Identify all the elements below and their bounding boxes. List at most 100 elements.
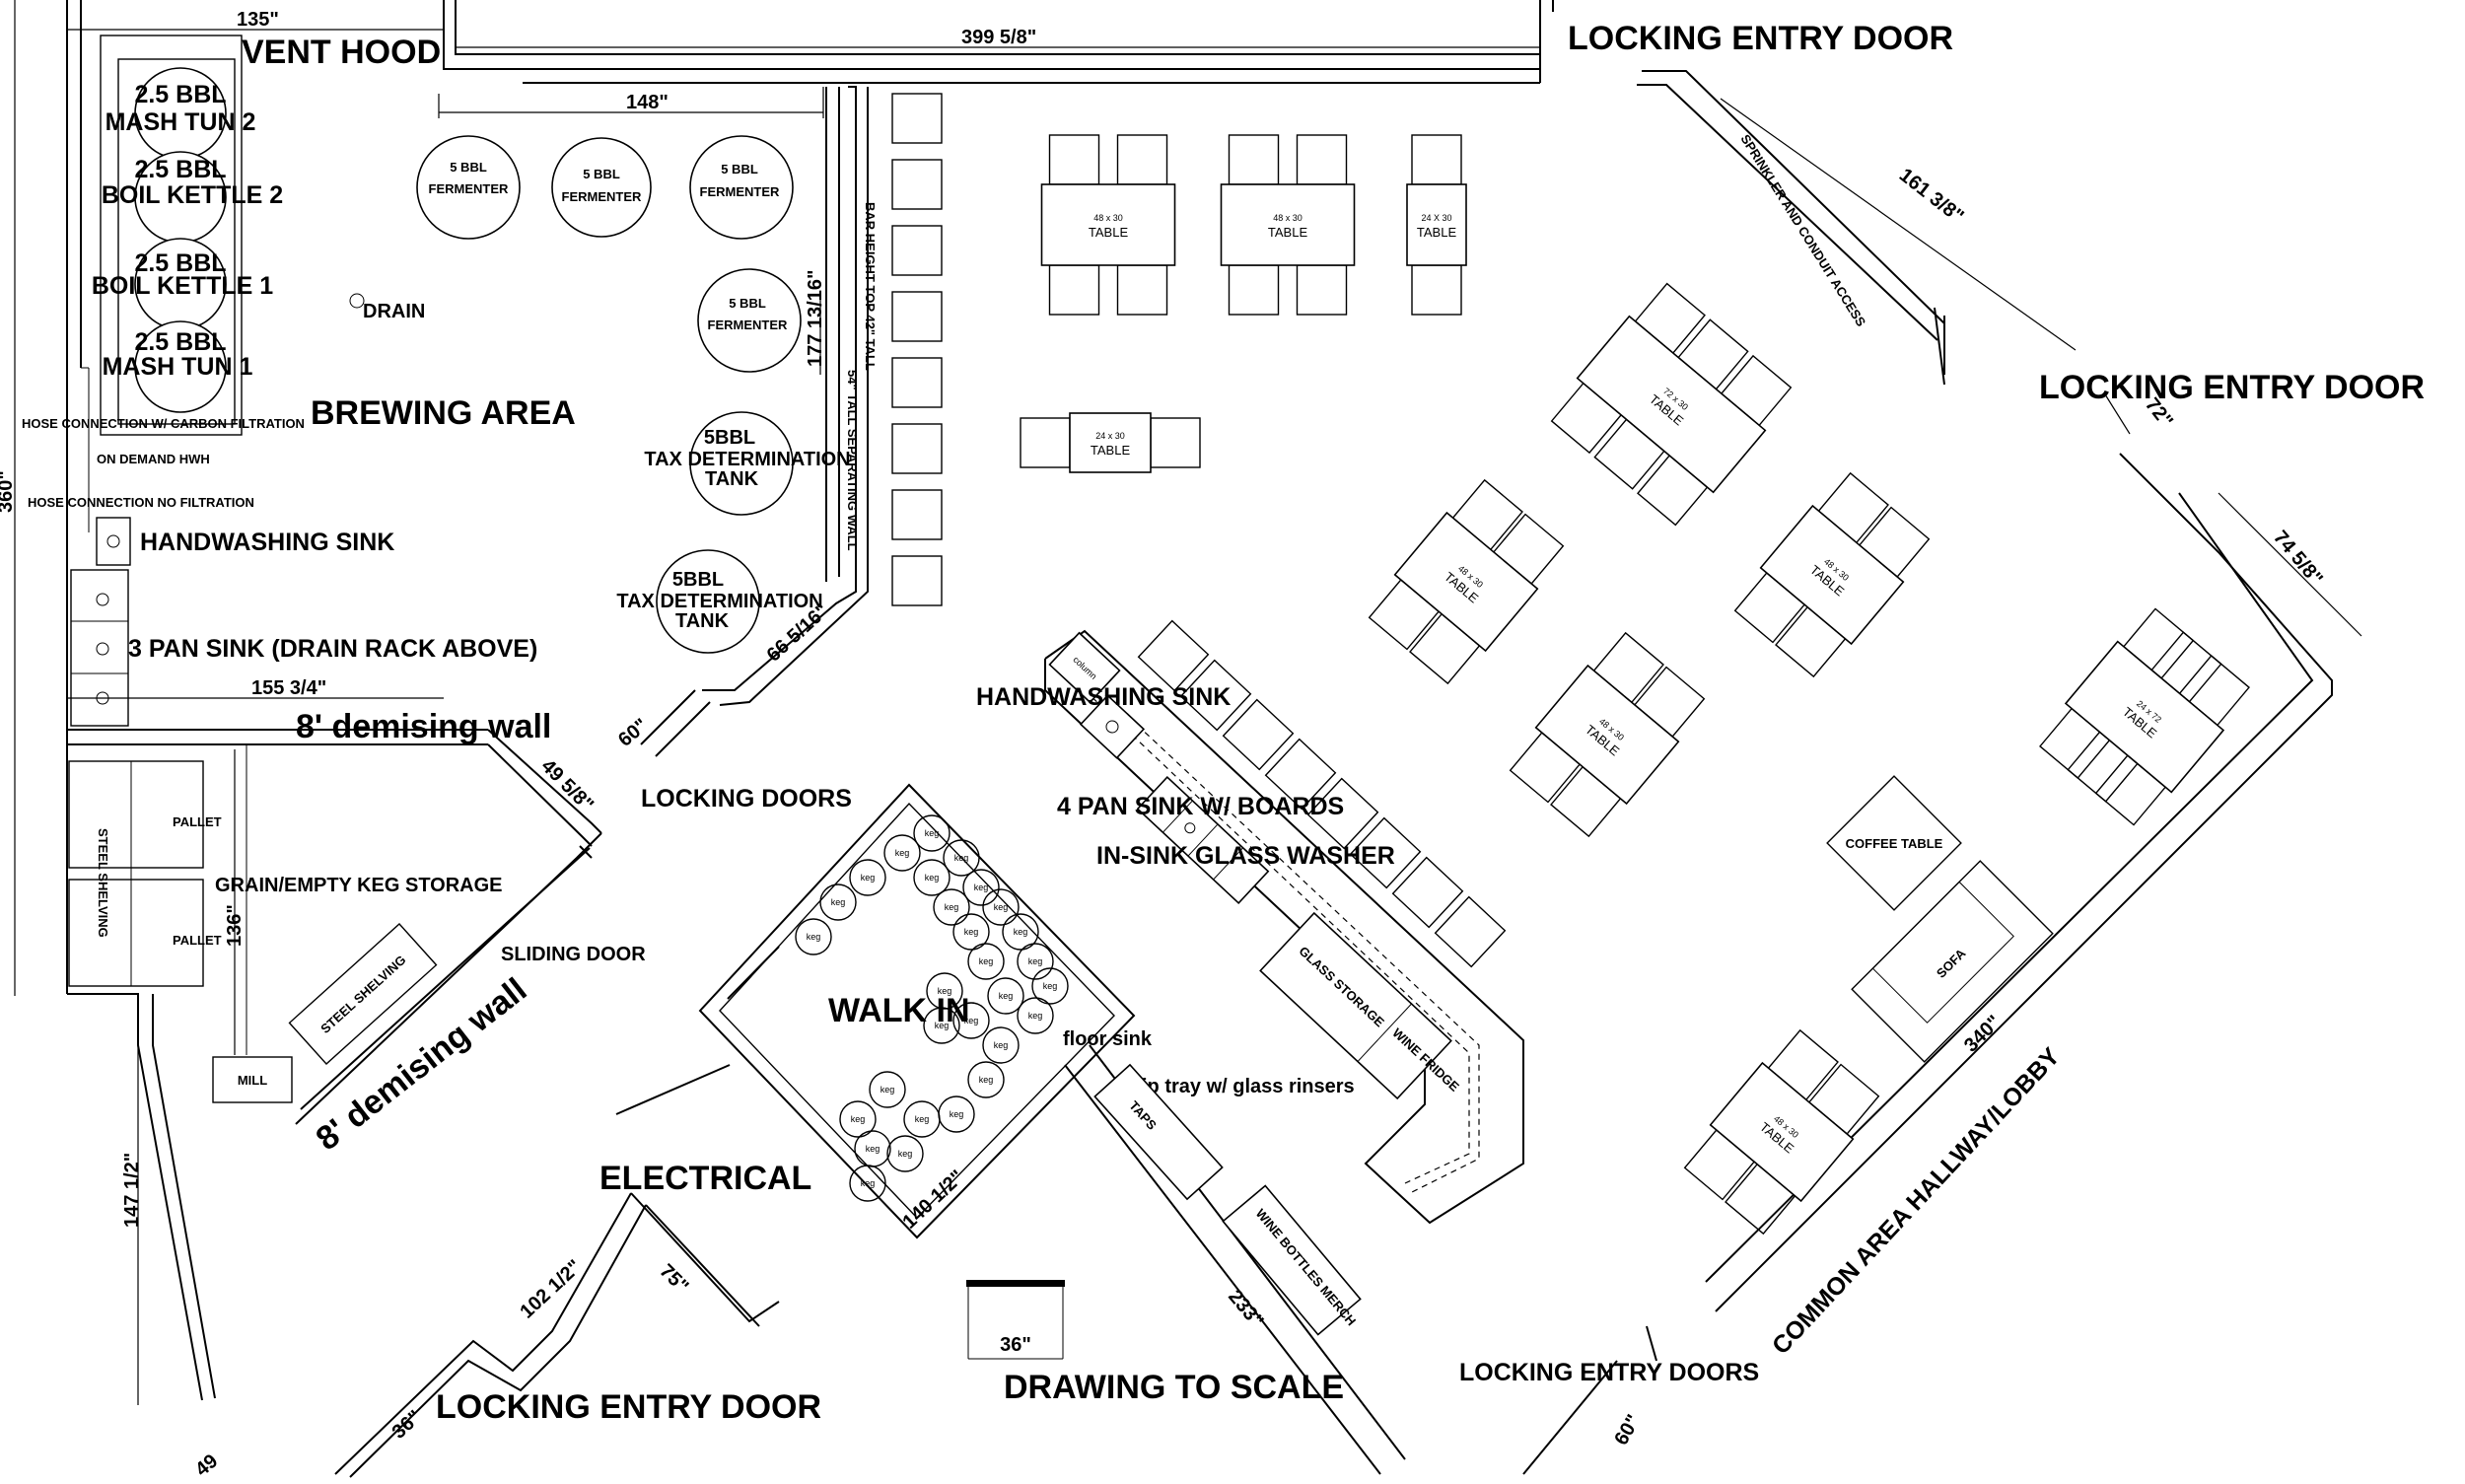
fermenter-2	[551, 137, 652, 238]
wall-left-lower	[67, 993, 203, 1401]
keg-label: keg	[1043, 981, 1058, 991]
fermenter-3-line1: 5 BBL	[721, 162, 758, 177]
wall-entry-lower	[334, 1192, 632, 1475]
wall-entry-lower-inner	[349, 1204, 647, 1478]
keg	[819, 883, 857, 921]
bar-stool	[891, 555, 943, 606]
keg	[1017, 943, 1054, 980]
scale-36-label: 36"	[1000, 1334, 1031, 1356]
bar-rail-dash-2	[1084, 689, 1470, 1184]
chair	[1228, 264, 1280, 316]
wall-merch-outer	[1064, 1064, 1381, 1475]
bar-stools-vertical	[891, 93, 943, 606]
coffee-table	[1826, 775, 1962, 911]
keg	[913, 814, 951, 852]
keg-label: keg	[954, 853, 969, 863]
bar-stool	[891, 423, 943, 474]
chair	[1411, 264, 1462, 316]
electrical-wall	[615, 1064, 731, 1115]
table-top	[2064, 640, 2225, 794]
table-label: TABLE	[1089, 225, 1129, 240]
tax-tank-1	[689, 411, 794, 516]
keg-label: keg	[861, 1178, 876, 1188]
wall-lower-right	[1715, 453, 2333, 1312]
keg-label: keg	[974, 883, 989, 892]
keg-label: keg	[1028, 1011, 1043, 1021]
table-top	[1576, 315, 1767, 494]
four-pan-div-2	[1187, 823, 1219, 857]
table-top	[1220, 183, 1356, 266]
tax-tank-2-line2: TAX DETERMINATION	[616, 591, 822, 612]
chair	[1296, 134, 1348, 185]
fermenter-3-line2: FERMENTER	[700, 184, 781, 199]
wall-upper-right	[1642, 70, 1945, 324]
mill	[212, 1056, 293, 1103]
keg	[926, 972, 963, 1010]
bar-stool	[891, 159, 943, 210]
keg-label: keg	[945, 902, 959, 912]
hose-no-filtration-label: HOSE CONNECTION NO FILTRATION	[28, 495, 254, 510]
fermenter-3	[689, 135, 794, 240]
dim-148: 148"	[626, 92, 669, 113]
keg	[982, 1026, 1020, 1064]
keg-label: keg	[807, 932, 821, 942]
wall-lower-right-inner	[1705, 492, 2314, 1283]
tax-tank-2	[656, 549, 760, 654]
keg	[967, 1061, 1005, 1098]
vessel-1-line1: 2.5 BBL	[134, 81, 226, 108]
table-label: TABLE	[1268, 225, 1308, 240]
brewhouse-inner-frame	[117, 58, 236, 425]
keg	[839, 1100, 877, 1138]
scale-bar: 36" DRAWING TO SCALE	[966, 1280, 1344, 1406]
keg	[982, 888, 1020, 926]
locking-entry-door-top: LOCKING ENTRY DOOR	[1568, 20, 1953, 57]
locking-entry-door-bottom: LOCKING ENTRY DOOR	[436, 1388, 821, 1426]
bar-handwashing-sink	[1079, 694, 1146, 759]
fermenter-1	[416, 135, 521, 240]
tax-tank-1-line3: TANK	[705, 468, 759, 490]
sofa-seat	[1871, 881, 2014, 1024]
glass-washer-label: IN-SINK GLASS WASHER	[1096, 842, 1395, 870]
locking-door-wall-1	[640, 689, 696, 745]
brewhouse: 2.5 BBL MASH TUN 2 2.5 BBL BOIL KETTLE 2…	[81, 34, 441, 532]
chair	[1150, 417, 1201, 468]
keg-label: keg	[866, 1144, 880, 1154]
pallet-2-label: PALLET	[173, 933, 222, 948]
walk-in-label: WALK IN	[828, 992, 970, 1029]
dim-135: 135"	[237, 9, 279, 31]
fermenter-2-line2: FERMENTER	[562, 189, 643, 204]
demising-wall-angle-2	[487, 743, 593, 847]
four-pan-drain-icon	[1184, 822, 1196, 834]
wall-bottom-right-stub	[1646, 1325, 1657, 1362]
coffee-table-label: COFFEE TABLE	[1846, 836, 1943, 851]
fermenter-4-line2: FERMENTER	[708, 318, 789, 332]
vessel-3-line2: BOIL KETTLE 1	[92, 272, 273, 300]
keg	[923, 1007, 960, 1044]
dim-399: 399 5/8"	[961, 27, 1036, 48]
left-fixtures: HANDWASHING SINK 3 PAN SINK (DRAIN RACK …	[22, 394, 576, 727]
demising-wall-top-label: 8' demising wall	[296, 708, 551, 745]
wall-left-lower-inner	[152, 994, 216, 1399]
dim-49b: 49	[191, 1450, 222, 1479]
keg-label: keg	[1028, 956, 1043, 966]
separating-wall	[702, 86, 857, 691]
bar-stool	[1179, 659, 1252, 732]
demising-wall-bottom-inner	[300, 847, 591, 1110]
floor-sink-label: floor sink	[1063, 1028, 1153, 1050]
wall-bottom-right	[1522, 1360, 1618, 1475]
keg-label: keg	[979, 1075, 994, 1085]
four-pan-div-1	[1162, 800, 1193, 833]
brewhouse-frame	[100, 35, 243, 436]
dim-140: 140 1/2"	[898, 1166, 968, 1234]
keg-label: keg	[895, 848, 910, 858]
demising-wall-joint	[579, 845, 593, 859]
locking-door-wall-2	[655, 701, 711, 757]
keg	[795, 918, 832, 955]
drain-icon	[349, 293, 365, 309]
